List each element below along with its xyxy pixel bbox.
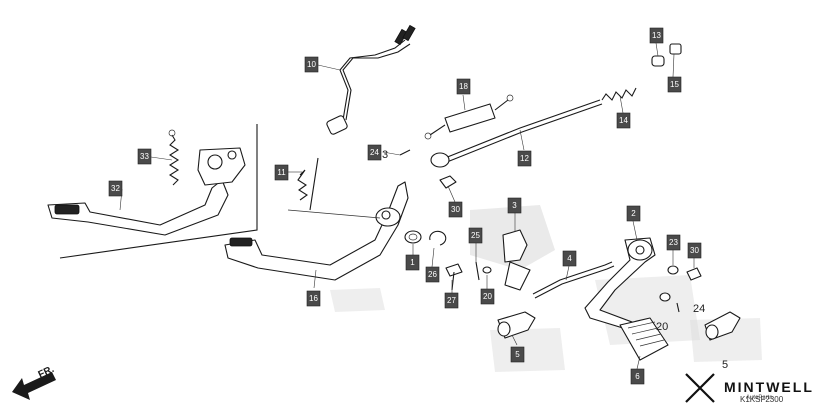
callout-label: 2 [631,209,636,218]
callout-18: 18 [456,78,471,95]
callout-33: 33 [137,148,152,165]
brake-arm-3 [502,229,531,291]
callout-label: 30 [690,246,699,255]
pin-23-bolt-27 [399,149,457,189]
leader-lines [119,42,695,370]
callout-13: 13 [649,27,664,44]
nut-13-collar-15 [651,43,682,67]
callout-11: 11 [274,164,289,181]
callout-23: 24 [367,144,382,161]
callout-label: 18 [459,82,468,91]
spring-18 [424,94,514,140]
callout-4: 4 [562,250,577,267]
plain-label-20: 20 [656,321,668,333]
joint-5 [497,311,741,341]
washer-1-clip-25-bolt-26 [404,230,463,291]
callout-12: 12 [517,150,532,167]
spring-33 [168,129,180,186]
callout-20: 20 [480,288,495,305]
brand-logo: MINTWELL AutoParts [685,373,814,403]
callout-14: 14 [616,112,631,129]
callout-16: 16 [306,290,321,307]
front-direction-arrow: FR. [12,364,56,400]
brand-tagline: AutoParts [746,395,772,401]
brake-pedal-16 [224,181,409,281]
callout-label: 14 [619,116,628,125]
callout-label: 1 [410,258,415,267]
pins-24-20 [475,261,492,281]
callout-10: 10 [304,56,319,73]
callout-2: 2 [626,205,641,222]
callout-label: 26 [428,270,437,279]
shift-rod-4 [532,261,615,299]
callout-label: 20 [483,292,492,301]
plain-label-3: 3 [382,149,388,161]
callout-label: 4 [567,254,572,263]
callout-label: 13 [652,31,661,40]
callout-label: 23 [669,238,678,247]
callout-5: 5 [510,346,525,363]
callout-label: 16 [309,294,318,303]
callout-6: 6 [630,368,645,385]
brake-pedal-32 [47,147,246,236]
brake-switch-10-11 [287,24,416,219]
callout-label: 27 [447,296,456,305]
callout-label: 25 [471,231,480,240]
rod-12-spring-14 [430,87,637,168]
callout-26: 27 [444,292,459,309]
callout-32: 32 [108,180,123,197]
callout-label: 15 [670,80,679,89]
callout-label: 5 [515,350,520,359]
plain-label-24: 24 [693,303,705,315]
callout-15: 15 [667,76,682,93]
callout-1: 1 [405,254,420,271]
diagram-code: K1KSF2300 [740,395,784,404]
callout-27: 30 [448,201,463,218]
shift-pedal-2 [584,237,669,361]
callout-22: 23 [666,234,681,251]
brand-name: MINTWELL [724,379,814,395]
plain-label-5: 5 [722,359,728,371]
callout-25: 26 [425,266,440,283]
background-shading [330,205,762,372]
callout-3: 3 [507,197,522,214]
callout-label: 24 [370,148,379,157]
callout-label: 12 [520,154,529,163]
panel-divider [59,124,258,259]
callout-label: 6 [635,372,640,381]
callout-label: 30 [451,205,460,214]
callout-label: 10 [307,60,316,69]
callout-label: 11 [277,168,286,177]
washer-22-bolt-30-washer-20 [659,265,702,313]
callout-30: 30 [687,242,702,259]
callout-label: 32 [111,184,120,193]
callout-label: 33 [140,152,149,161]
callout-24: 25 [468,227,483,244]
callout-label: 3 [512,201,517,210]
